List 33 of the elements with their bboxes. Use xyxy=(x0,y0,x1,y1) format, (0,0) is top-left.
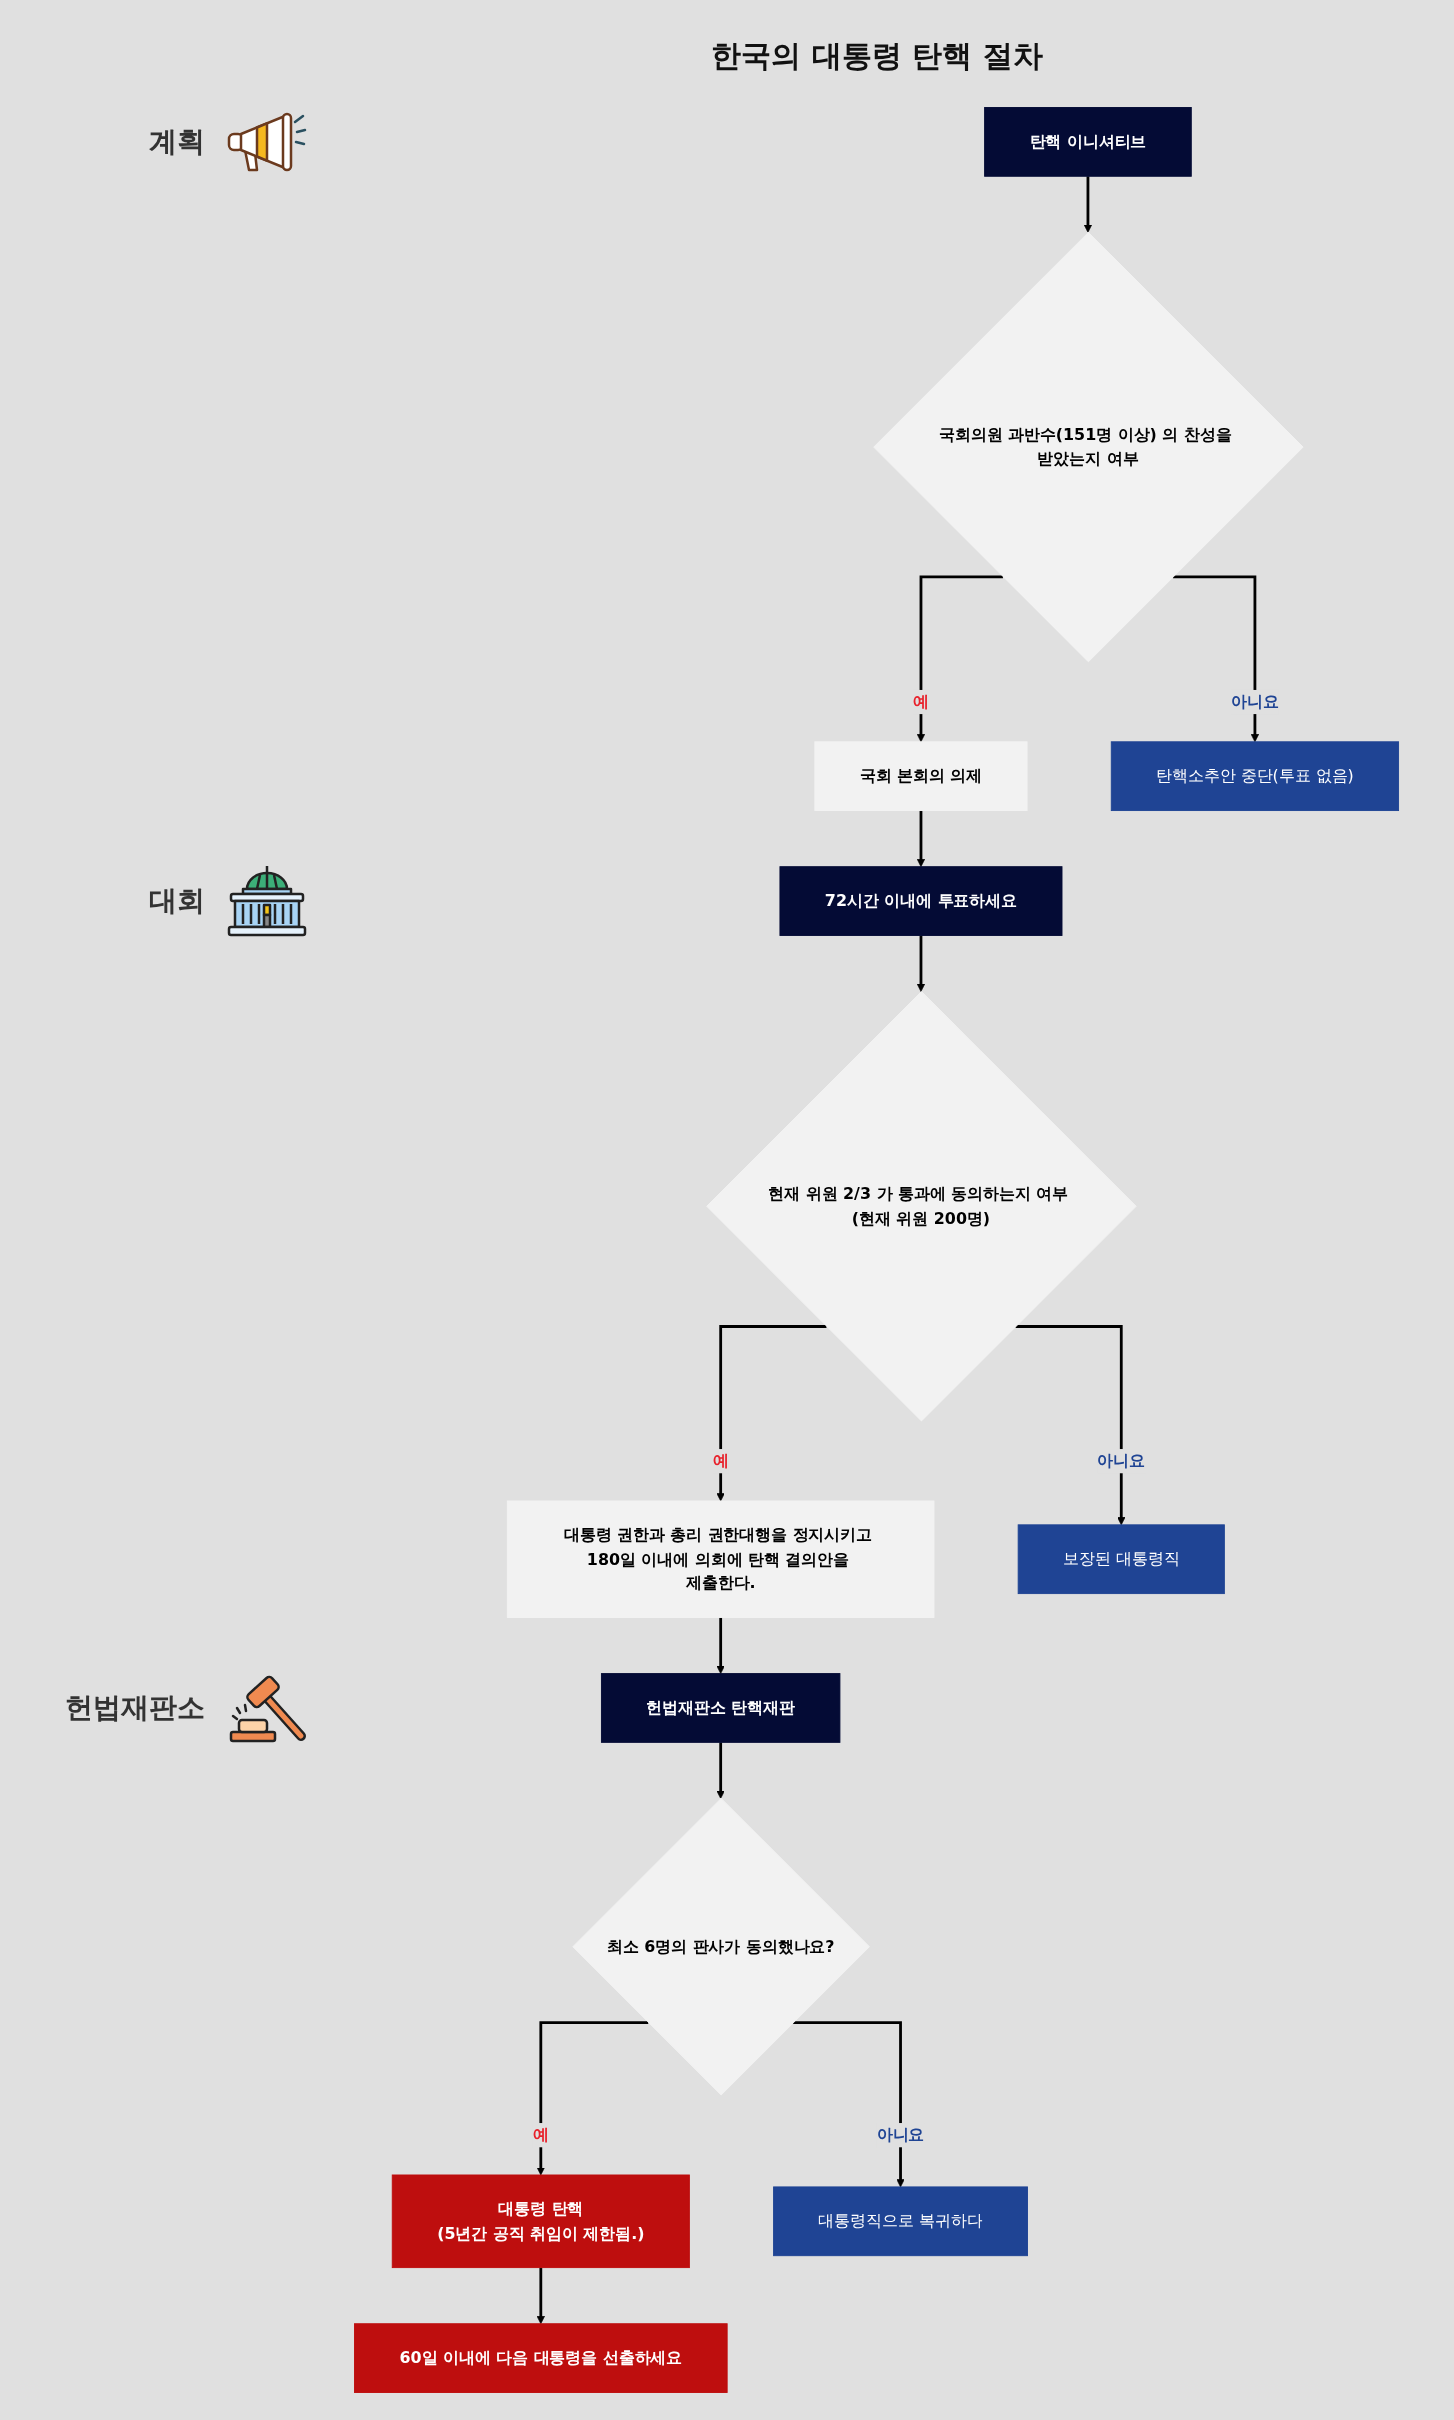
arrow xyxy=(717,1616,726,1674)
arrow xyxy=(1173,575,1260,743)
arrow xyxy=(793,2021,906,2188)
edge-label: 예 xyxy=(533,2123,550,2147)
phase-label: 대회 xyxy=(149,883,206,920)
edge-label: 예 xyxy=(913,689,930,714)
edge-label: 예 xyxy=(713,1449,730,1473)
edge-label: 아니요 xyxy=(1097,1449,1146,1473)
arrow xyxy=(1015,1325,1126,1526)
process-box: 60일 이내에 다음 대통령을 선출하세요 xyxy=(354,2323,729,2393)
process-box: 보장된 대통령직 xyxy=(1018,1524,1226,1595)
phase-label: 계획 xyxy=(149,123,206,160)
process-box: 탄핵 이니셔티브 xyxy=(984,107,1193,177)
process-box: 대통령 탄핵 (5년간 공직 취임이 제한됨.) xyxy=(392,2174,691,2269)
process-box: 대통령직으로 복귀하다 xyxy=(773,2186,1029,2257)
arrow xyxy=(917,809,926,868)
arrow xyxy=(537,2021,649,2176)
process-box: 헌법재판소 탄핵재판 xyxy=(601,1673,841,1743)
process-box: 국회 본회의 의제 xyxy=(814,741,1028,811)
phase-label: 헌법재판소 xyxy=(65,1689,206,1726)
process-box: 72시간 이내에 투표하세요 xyxy=(779,866,1063,936)
arrow xyxy=(917,575,1004,743)
decision-diamond: 현재 위원 2/3 가 통과에 동의하는지 여부 (현재 위원 200명) xyxy=(706,991,1138,1422)
diagram-title: 한국의 대통령 탄핵 절차 xyxy=(710,37,1044,75)
process-box: 대통령 권한과 총리 권한대행을 정지시키고 180일 이내에 의회에 탄핵 결의안을 제출한다. xyxy=(507,1500,935,1618)
arrow xyxy=(537,2266,546,2325)
arrow xyxy=(717,1325,827,1502)
process-box: 탄핵소추안 중단(투표 없음) xyxy=(1111,741,1400,811)
decision-diamond: 최소 6명의 판사가 동의했나요? xyxy=(572,1798,871,2096)
arrow xyxy=(917,934,926,992)
decision-diamond: 국회의원 과반수(151명 이상) 의 찬성을 받았는지 여부 xyxy=(873,231,1305,663)
edge-label: 아니요 xyxy=(1231,689,1280,714)
edge-label: 아니요 xyxy=(877,2123,925,2147)
